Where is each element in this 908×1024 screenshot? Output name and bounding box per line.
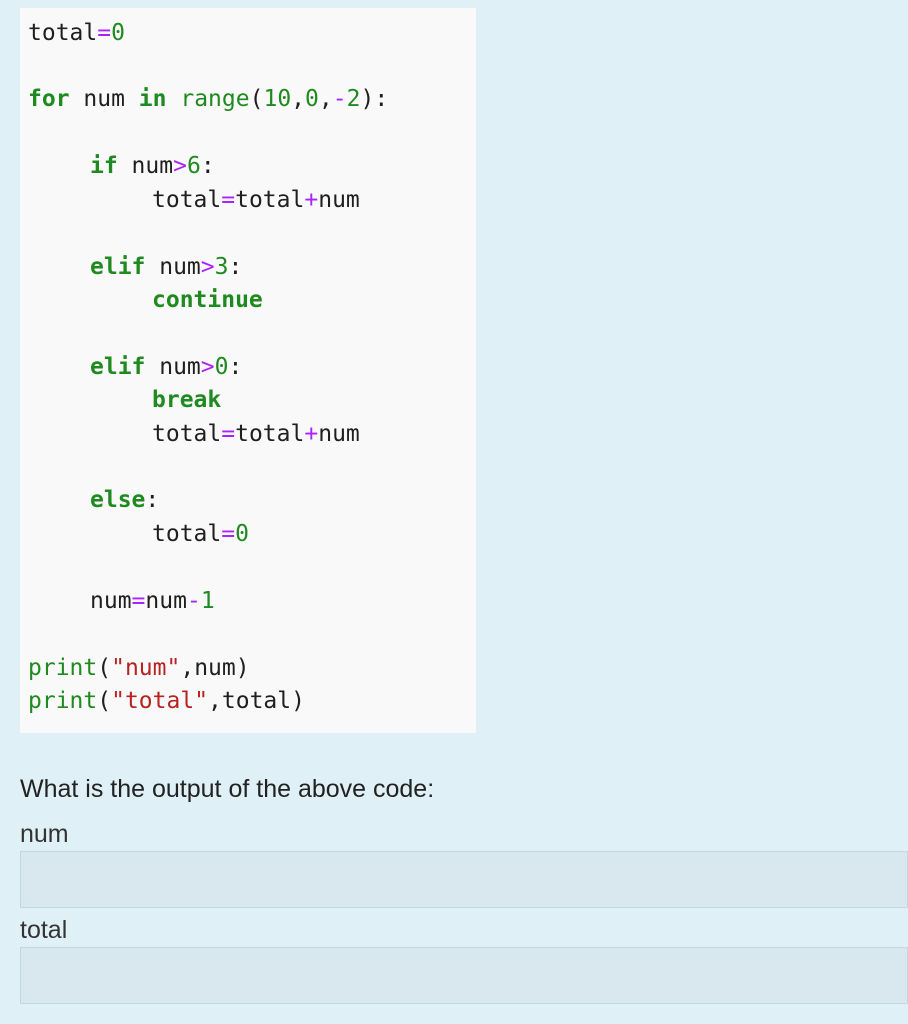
code-token: 10 <box>263 86 292 112</box>
code-line-3: if num>6: <box>28 151 215 181</box>
code-token: num <box>318 421 360 447</box>
code-token: for <box>28 86 70 112</box>
code-token: in <box>138 86 167 112</box>
total-answer-input[interactable] <box>20 947 908 1004</box>
code-token: continue <box>152 287 263 313</box>
code-line-7: elif num>0: <box>28 352 242 382</box>
code-token: range <box>180 86 250 112</box>
code-token: 6 <box>186 153 201 179</box>
code-token: = <box>97 20 112 46</box>
code-line-5: elif num>3: <box>28 252 242 282</box>
code-token: > <box>200 354 215 380</box>
code-token: "total" <box>111 688 209 714</box>
code-token: print <box>28 655 98 681</box>
code-line-11: total=0 <box>28 519 249 549</box>
code-token: total <box>235 421 305 447</box>
code-token: num <box>318 187 360 213</box>
code-token: total <box>152 187 222 213</box>
code-token: total <box>152 421 222 447</box>
code-token: num <box>145 354 201 380</box>
num-answer-input[interactable] <box>20 851 908 908</box>
code-token: num <box>69 86 139 112</box>
code-token: = <box>221 421 236 447</box>
code-line-10: else: <box>28 485 159 515</box>
code-line-12: num=num-1 <box>28 586 215 616</box>
question-text: What is the output of the above code: <box>20 775 435 803</box>
code-token: 0 <box>305 86 319 112</box>
code-token: , <box>318 86 333 112</box>
code-token: total <box>28 20 98 46</box>
code-token: + <box>304 421 319 447</box>
code-token: if <box>90 153 118 179</box>
code-token: 0 <box>235 521 249 547</box>
code-token: ,num) <box>180 655 250 681</box>
code-token: - <box>332 86 347 112</box>
code-token: ,total) <box>208 688 305 714</box>
code-token: num <box>145 254 201 280</box>
code-token: elif <box>90 254 146 280</box>
code-line-9: total=total+num <box>28 419 360 449</box>
code-token: 3 <box>214 254 229 280</box>
code-token: num <box>117 153 174 179</box>
code-token: 1 <box>200 588 215 614</box>
code-token: : <box>145 487 160 513</box>
code-token: : <box>228 354 243 380</box>
code-token: : <box>228 254 243 280</box>
code-line-6: continue <box>28 285 263 315</box>
code-token: 0 <box>214 354 229 380</box>
code-token: > <box>173 153 187 179</box>
code-token: else <box>90 487 146 513</box>
code-line-1: total=0 <box>28 18 125 48</box>
code-token: + <box>304 187 319 213</box>
code-line-14: print("total",total) <box>28 686 305 716</box>
code-block: total=0 for num in range(10,0,-2): if nu… <box>20 8 476 733</box>
code-token: > <box>200 254 215 280</box>
code-line-8: break <box>28 385 221 415</box>
num-label: num <box>20 820 69 848</box>
code-token: 2 <box>346 86 361 112</box>
code-token: num <box>90 588 132 614</box>
code-token: ( <box>249 86 264 112</box>
code-token: = <box>221 187 236 213</box>
code-token: break <box>152 387 222 413</box>
code-line-4: total=total+num <box>28 185 360 215</box>
code-token: , <box>291 86 306 112</box>
code-token: ( <box>97 655 112 681</box>
total-label: total <box>20 916 68 944</box>
code-token: = <box>221 521 236 547</box>
code-token: ( <box>97 688 112 714</box>
code-line-2: for num in range(10,0,-2): <box>28 84 388 114</box>
code-token: total <box>235 187 305 213</box>
code-token: = <box>131 588 146 614</box>
code-token: "num" <box>111 655 181 681</box>
code-token: num <box>145 588 187 614</box>
code-token: ): <box>360 86 389 112</box>
code-line-13: print("num",num) <box>28 653 250 683</box>
code-token: print <box>28 688 98 714</box>
code-token: 0 <box>111 20 125 46</box>
code-token: total <box>152 521 222 547</box>
code-token: elif <box>90 354 146 380</box>
code-token: : <box>200 153 215 179</box>
code-token <box>167 86 181 112</box>
code-token: - <box>186 588 201 614</box>
